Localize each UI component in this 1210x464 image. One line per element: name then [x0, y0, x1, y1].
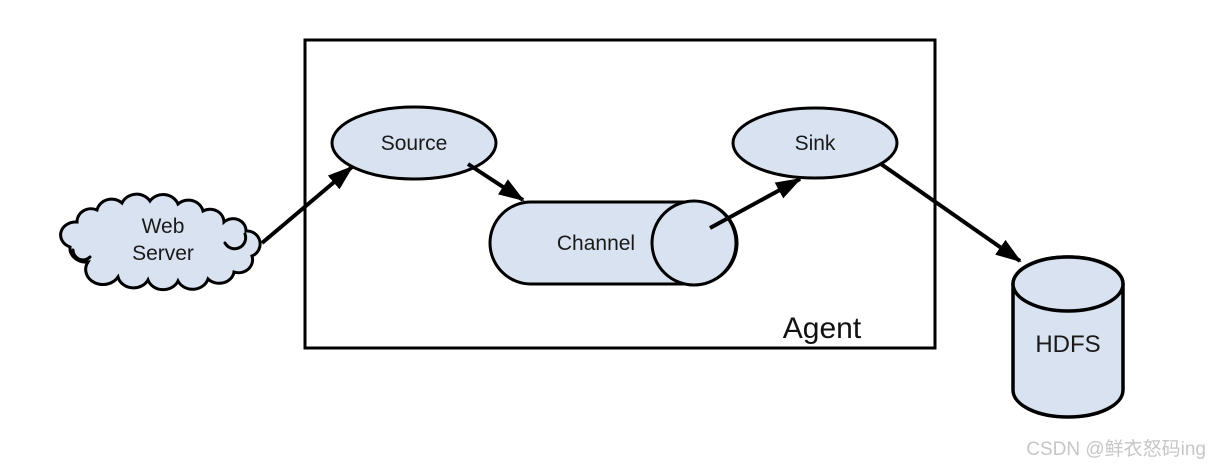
- sink-node: Sink: [731, 106, 899, 180]
- cloud-shape: [59, 192, 262, 292]
- agent-container-box: [303, 38, 937, 350]
- cloud-curl-right: [223, 232, 248, 251]
- edge-sink-to-hdfs: [879, 162, 1022, 263]
- channel-end-cap: [650, 199, 738, 287]
- agent-label: Agent: [783, 312, 862, 345]
- source-ellipse: [330, 105, 498, 181]
- hdfs-cylinder-top: [1011, 255, 1125, 313]
- hdfs-label: HDFS: [1035, 331, 1100, 358]
- sink-label: Sink: [795, 132, 836, 155]
- web-server-label-line2: Server: [132, 242, 194, 265]
- web-server-label-line1: Web: [142, 215, 185, 238]
- channel-node: Channel: [488, 199, 739, 287]
- hdfs-node: HDFS: [1011, 255, 1125, 419]
- edge-source-to-channel: [466, 162, 525, 202]
- watermark-text: CSDN @鲜衣怒码ing: [1026, 438, 1206, 460]
- channel-label: Channel: [557, 232, 635, 255]
- edge-webserver-to-source: [260, 165, 354, 245]
- source-label: Source: [381, 132, 448, 155]
- source-node: Source: [330, 105, 498, 181]
- web-server-cloud-node: Web Server: [59, 192, 262, 292]
- edge-channel-to-sink: [709, 177, 802, 230]
- cloud-curl-left: [71, 248, 92, 262]
- sink-ellipse: [731, 106, 899, 180]
